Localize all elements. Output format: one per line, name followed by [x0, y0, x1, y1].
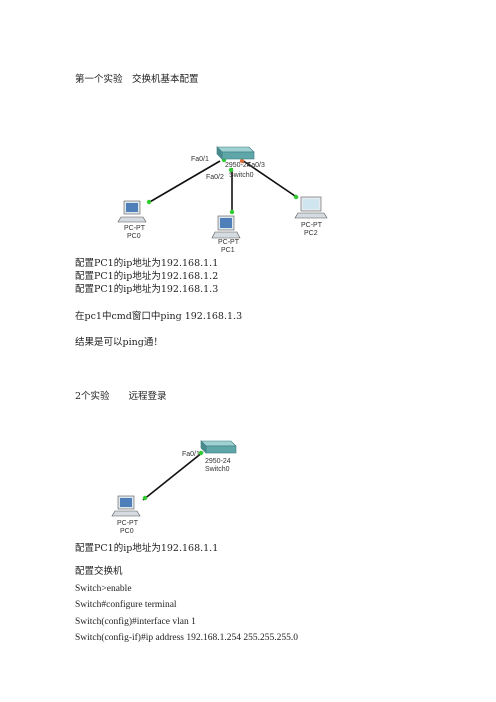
port-label: Fa0/1 [182, 451, 200, 458]
pc-icon[interactable] [211, 215, 241, 239]
switch-model-label: 2950-24 [205, 458, 231, 465]
pc-type-label: PC-PT [301, 222, 323, 229]
pc-name-label: PC2 [304, 230, 318, 237]
pc-type-label: PC-PT [218, 239, 240, 246]
port-dot [146, 199, 152, 205]
pc-name-label: PC0 [120, 528, 134, 535]
port-dot [228, 167, 234, 173]
config-line: 配置PC1的ip地址为192.168.1.3 [75, 284, 219, 295]
port-dot [142, 495, 148, 501]
pc-icon[interactable] [111, 495, 141, 517]
switch-model-label: 2950-24 [225, 162, 251, 169]
port-dot [239, 158, 245, 164]
command-line: Switch>enable [75, 584, 132, 594]
pc-config-line: 配置PC1的ip地址为192.168.1.1 [75, 543, 219, 554]
section2-heading: 2个实验 远程登录 [75, 391, 167, 402]
command-line: Switch(config)#interface vlan 1 [75, 617, 196, 627]
topology-diagram-1: Fa0/1 Fa0/2 Fa0/3 2950-24 Switch0 PC-PT … [117, 146, 328, 254]
port-dot [229, 209, 235, 215]
pc-type-label: PC-PT [124, 225, 146, 232]
section1-heading: 第一个实验 交换机基本配置 [75, 74, 199, 85]
pc-name-label: PC1 [221, 247, 235, 254]
switch-name-label: Switch0 [205, 466, 230, 473]
result-line: 结果是可以ping通！ [75, 337, 163, 348]
command-line: Switch#configure terminal [75, 600, 177, 610]
switch-config-title: 配置交换机 [75, 566, 123, 577]
port-label: Fa0/2 [206, 174, 224, 181]
link-pc2 [241, 159, 299, 199]
switch-icon[interactable] [200, 440, 237, 454]
pc-icon[interactable] [294, 196, 328, 219]
pc-type-label: PC-PT [117, 520, 139, 527]
ping-instruction: 在pc1中cmd窗口中ping 192.168.1.3 [75, 311, 243, 322]
switch-icon[interactable] [216, 146, 255, 160]
config-line: 配置PC1的ip地址为192.168.1.1 [75, 258, 219, 269]
port-dot [198, 450, 204, 456]
config-line: 配置PC1的ip地址为192.168.1.2 [75, 271, 219, 282]
pc-name-label: PC0 [127, 233, 141, 240]
port-dot [293, 194, 299, 200]
link-pc0 [147, 160, 221, 204]
link-pc0 [142, 451, 204, 501]
topology-diagram-2: Fa0/1 2950-24 Switch0 PC-PT PC0 [111, 440, 237, 535]
command-line: Switch(config-if)#ip address 192.168.1.2… [75, 633, 298, 643]
port-label: Fa0/3 [247, 162, 265, 169]
port-label: Fa0/1 [191, 156, 209, 163]
switch-name-label: Switch0 [229, 172, 254, 179]
pc-icon[interactable] [117, 200, 147, 223]
